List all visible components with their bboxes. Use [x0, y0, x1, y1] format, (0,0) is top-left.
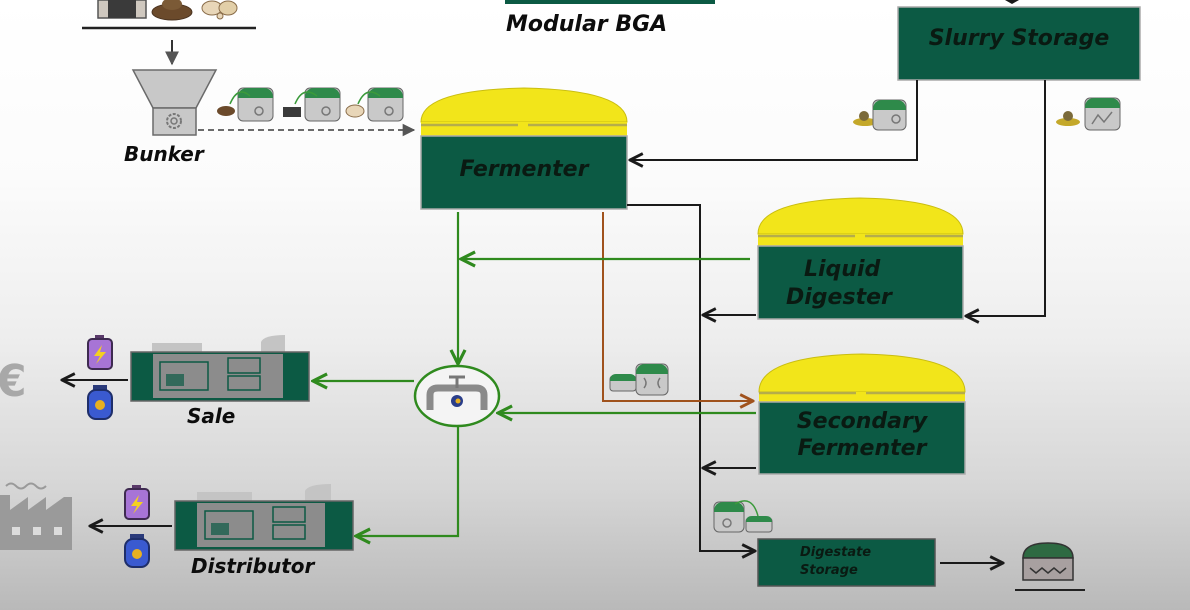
- gas-bottle-icon: [124, 534, 150, 568]
- flow-slurry-to-fermenter: [630, 80, 918, 160]
- food-waste-icon: [201, 0, 238, 20]
- digestate-storage-label: Digestate Storage: [800, 544, 871, 580]
- silage-icon: [97, 0, 147, 19]
- digestate-storage-box[interactable]: [757, 538, 936, 587]
- flow-slurry-to-liquid-digester: [966, 80, 1046, 316]
- gas-bottle-icon: [87, 385, 113, 420]
- bunker[interactable]: [131, 69, 218, 136]
- slurry-mini-icon-right: [1056, 97, 1121, 131]
- slurry-mini-icon-left: [853, 99, 907, 131]
- fermenter-label: Fermenter: [459, 157, 589, 182]
- mini-digester-icon: [345, 87, 404, 122]
- sale-chp-generator-icon[interactable]: [130, 335, 310, 402]
- distributor-chp-generator-icon[interactable]: [174, 484, 354, 551]
- feed-mini-digester-icons: [217, 87, 404, 122]
- gas-valve-icon[interactable]: [413, 364, 501, 428]
- gear-icon: [166, 113, 182, 129]
- fertilizer-heap-icon: [1015, 542, 1085, 591]
- fermenter-tank[interactable]: [420, 87, 628, 210]
- battery-icon: [87, 335, 113, 370]
- title-bar: [505, 0, 715, 4]
- distributor-label: Distributor: [191, 554, 315, 578]
- transfer-mini-icon: [609, 363, 669, 396]
- diagram-title: Modular BGA: [506, 12, 668, 37]
- flow-fermenter-to-secondary-fermenter: [602, 212, 753, 401]
- liquid-digester-label: Liquid Digester: [786, 256, 892, 312]
- digestate-mini-icon: [713, 500, 773, 533]
- sale-label: Sale: [187, 404, 236, 428]
- bunker-label: Bunker: [124, 142, 204, 166]
- mini-digester-icon: [217, 87, 274, 122]
- liquid-digester-label-line2: Digester: [786, 285, 892, 310]
- feedstock-icons: [82, 0, 256, 30]
- slurry-storage-box[interactable]: [897, 6, 1141, 81]
- flow-fermenter-to-digestate-storage: [627, 204, 755, 551]
- liquid-digester-label-line1: Liquid: [804, 257, 881, 282]
- mini-digester-icon: [283, 87, 341, 122]
- factory-icon: [0, 482, 72, 550]
- secondary-fermenter-label-line1: Secondary: [796, 409, 928, 434]
- liquid-digester-tank[interactable]: [757, 197, 964, 320]
- digestate-storage-label-line1: Digestate: [800, 545, 872, 560]
- secondary-fermenter-label-line2: Fermenter: [797, 436, 927, 461]
- flow-valve-to-distributor: [356, 425, 460, 536]
- euro-icon: €: [0, 356, 27, 407]
- secondary-fermenter-tank[interactable]: [758, 353, 966, 475]
- slurry-storage-label: Slurry Storage: [928, 26, 1110, 51]
- manure-icon: [151, 0, 193, 21]
- secondary-fermenter-label: Secondary Fermenter: [759, 408, 965, 462]
- slurry-inflow-arrow: [1005, 0, 1019, 4]
- digestate-storage-label-line2: Storage: [800, 563, 858, 578]
- battery-icon: [124, 485, 150, 520]
